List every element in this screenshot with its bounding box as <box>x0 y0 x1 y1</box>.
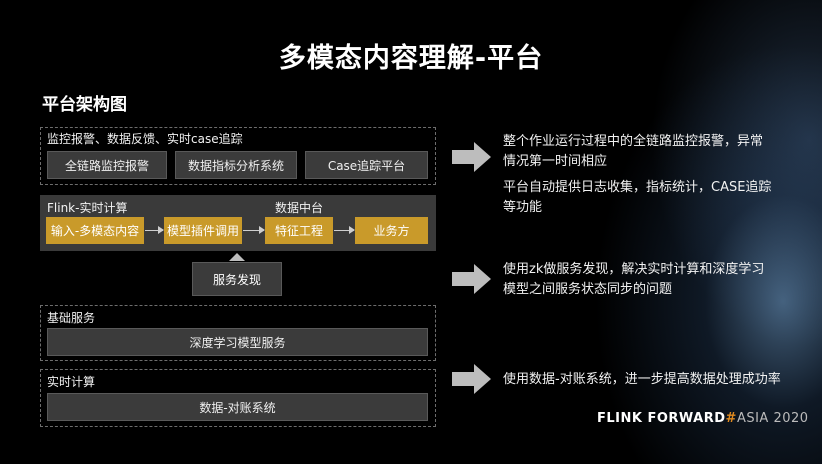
reconciliation-system-button[interactable]: 数据-对账系统 <box>47 393 428 421</box>
basic-services-group <box>40 305 436 361</box>
realtime-group <box>40 369 436 427</box>
desc-reconcile: 使用数据-对账系统，进一步提高数据处理成功率 <box>503 372 781 387</box>
up-arrow-icon <box>229 253 245 261</box>
case-tracking-button[interactable]: Case追踪平台 <box>305 151 428 179</box>
feature-engineering-step[interactable]: 特征工程 <box>265 217 333 244</box>
data-center-label: 数据中台 <box>275 201 324 215</box>
monitor-group <box>40 127 436 185</box>
logo-main: FLINK FORWARD <box>597 411 726 426</box>
monitor-label: 监控报警、数据反馈、实时case追踪 <box>47 132 243 146</box>
desc-zk-2: 模型之间服务状态同步的问题 <box>503 282 673 297</box>
model-plugin-step[interactable]: 模型插件调用 <box>164 217 242 244</box>
flink-label: Flink-实时计算 <box>47 201 128 215</box>
slide-title: 多模态内容理解-平台 <box>278 43 544 74</box>
desc-zk-1: 使用zk做服务发现，解决实时计算和深度学习 <box>503 262 765 277</box>
right-arrow-icon <box>452 364 491 394</box>
right-arrow-icon <box>452 264 491 294</box>
arrow-2 <box>243 226 265 234</box>
desc-platform-2: 等功能 <box>503 200 543 215</box>
realtime-label: 实时计算 <box>47 375 96 389</box>
deep-learning-service-button[interactable]: 深度学习模型服务 <box>47 328 428 356</box>
metrics-analysis-button[interactable]: 数据指标分析系统 <box>175 151 297 179</box>
input-multimodal-step[interactable]: 输入-多模态内容 <box>46 217 144 244</box>
business-step[interactable]: 业务方 <box>355 217 428 244</box>
right-arrow-icon <box>452 142 491 172</box>
full-link-monitor-button[interactable]: 全链路监控报警 <box>47 151 167 179</box>
flink-forward-logo: FLINK FORWARD#ASIA 2020 <box>597 411 809 426</box>
basic-services-label: 基础服务 <box>47 311 96 325</box>
desc-monitor-1: 整个作业运行过程中的全链路监控报警，异常 <box>503 134 764 149</box>
logo-asia: ASIA 2020 <box>736 411 809 426</box>
service-discovery-button[interactable]: 服务发现 <box>192 262 282 296</box>
section-title: 平台架构图 <box>42 95 127 115</box>
logo-hash: # <box>725 411 737 426</box>
desc-monitor-2: 情况第一时间相应 <box>503 154 608 169</box>
arrow-3 <box>334 226 355 234</box>
arrow-1 <box>145 226 164 234</box>
desc-platform-1: 平台自动提供日志收集，指标统计，CASE追踪 <box>503 180 772 195</box>
